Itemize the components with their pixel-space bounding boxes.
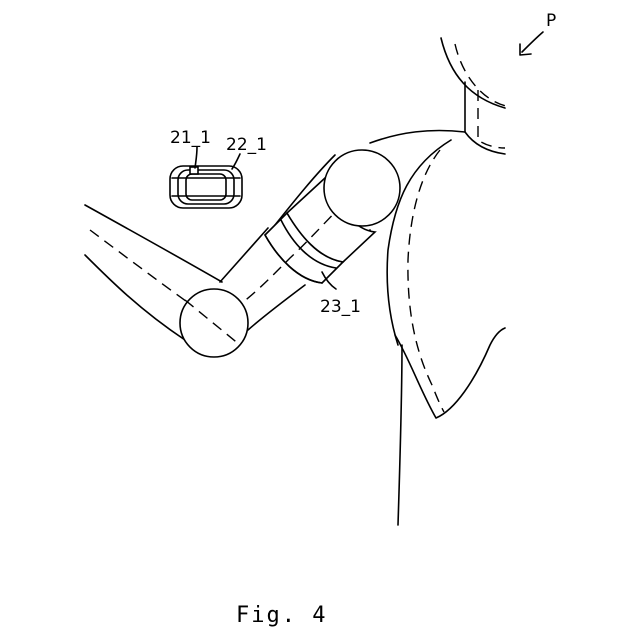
back-outline [370,130,465,143]
neck-front-edge [465,132,505,154]
sensor-device [170,166,242,208]
torso-side-outline [398,345,402,525]
forearm-link-top [220,228,268,282]
label-sensor-main: 21_1 [170,128,211,148]
leader-p-arrow [522,32,543,52]
forearm-top-edge [85,205,222,282]
label-band: 23_1 [320,297,361,317]
leader-21-1 [195,147,197,168]
label-person: P [546,11,556,31]
head-outline [441,38,505,108]
shoulder-joint [324,150,400,226]
forearm-bottom-edge [85,255,185,340]
leader-22-1 [232,154,240,169]
figure-caption: Fig. 4 [236,603,327,628]
sensor-chip [190,167,198,174]
forearm-link-bottom [248,285,305,330]
torso-front-outline [395,328,505,418]
person-body [370,38,506,525]
label-sensor-case: 22_1 [226,135,267,155]
